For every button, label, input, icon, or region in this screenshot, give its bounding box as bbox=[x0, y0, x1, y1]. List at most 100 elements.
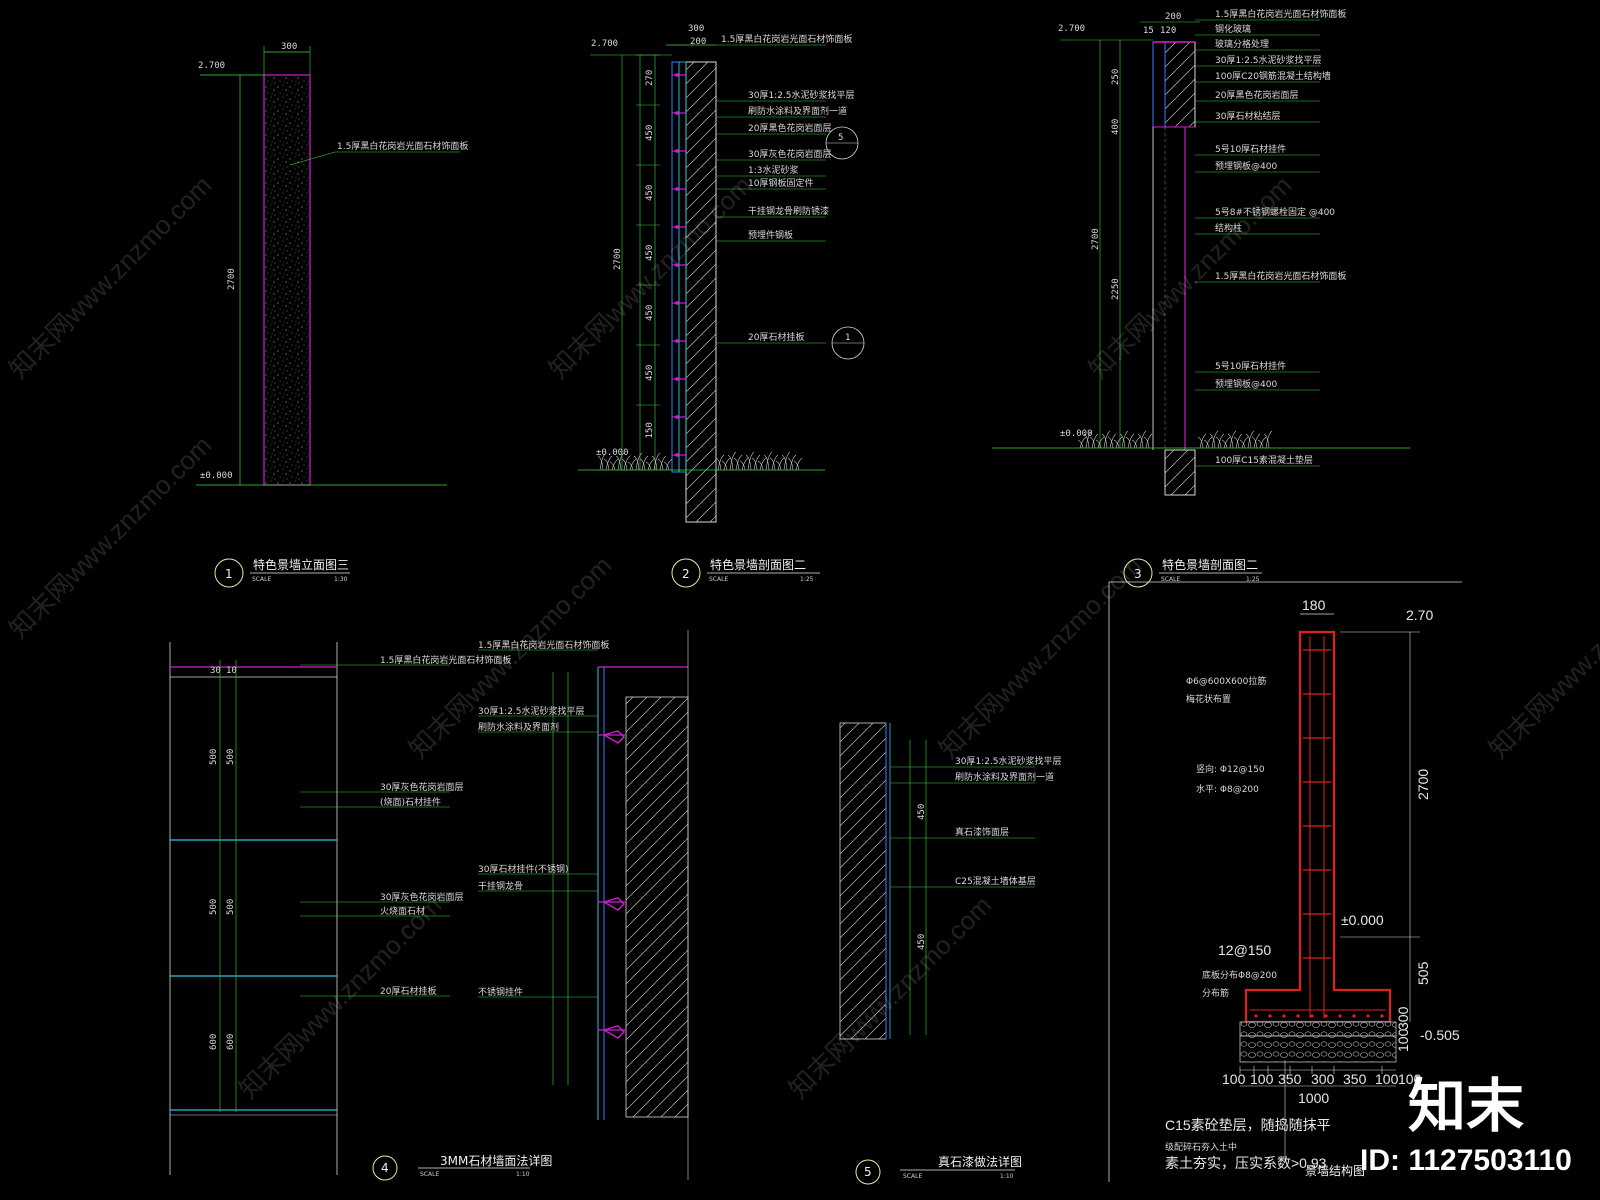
d3-dim-2: 15 bbox=[1143, 26, 1154, 36]
d6-height: 2700 bbox=[1415, 769, 1431, 800]
d6-rebar-ties bbox=[1250, 636, 1386, 1018]
d2-total-dim: 2700 bbox=[613, 248, 623, 270]
d4-concrete bbox=[625, 696, 689, 1118]
d4-anchors bbox=[598, 730, 626, 1039]
d5-note-2: 真石漆饰面层 bbox=[955, 826, 1009, 838]
d4-right-note-2: 刷防水涂料及界面剂 bbox=[478, 721, 559, 733]
d6-frame bbox=[1108, 581, 1462, 1182]
d3-note-2: 玻璃分格处理 bbox=[1215, 38, 1269, 50]
d5-note-1: 刷防水涂料及界面剂一道 bbox=[955, 771, 1054, 783]
d6-note-1: 级配碎石夯入土中 bbox=[1165, 1141, 1237, 1153]
drawing-3-title: 特色景墙剖面图二 bbox=[1162, 557, 1258, 572]
drawing-5-scale-label: SCALE bbox=[903, 1173, 922, 1180]
d4-inner-4: 600 bbox=[226, 1034, 236, 1050]
d6-base-dim-2: 350 bbox=[1278, 1071, 1302, 1087]
d4-left-note-1: 30厚灰色花岗岩面层 bbox=[380, 781, 463, 793]
stone-panel bbox=[263, 74, 311, 486]
d1-height-dim: 2700 bbox=[227, 268, 237, 290]
d6-base-dim-1: 100 bbox=[1250, 1071, 1274, 1087]
d4-left-note-5: 20厚石材挂板 bbox=[380, 985, 436, 997]
d2-seg-1: 450 bbox=[645, 125, 655, 141]
d3-dim-1: 120 bbox=[1160, 26, 1176, 36]
d6-gravel bbox=[1239, 1035, 1397, 1063]
d3-grass bbox=[1077, 430, 1273, 449]
drawing-1-scale-value: 1:30 bbox=[334, 576, 348, 583]
d2-seg-2: 450 bbox=[645, 185, 655, 201]
drawing-3-number-circle bbox=[1123, 558, 1153, 588]
d5-note-3: C25混凝土墙体基层 bbox=[955, 875, 1036, 887]
drawing-3: 200 120 15 2.700 250 400 2700 2250 ±0.00… bbox=[992, 8, 1410, 588]
brand-logo: 知末 bbox=[1408, 1074, 1524, 1139]
d2-callout-2-text: 1 bbox=[845, 333, 850, 343]
drawing-1-number-circle bbox=[214, 558, 244, 588]
d4-left-note-2: (烧面)石材挂件 bbox=[380, 796, 441, 808]
d5-seg-1: 450 bbox=[917, 934, 927, 950]
watermark-text: 知末网www.znzmo.com bbox=[3, 170, 217, 384]
d6-base-dim-4: 350 bbox=[1343, 1071, 1367, 1087]
d4-left-notes: 1.5厚黑白花岗岩光面石材饰面板30厚灰色花岗岩面层(烧面)石材挂件30厚灰色花… bbox=[300, 654, 511, 997]
drawing-4-scale-value: 1:10 bbox=[516, 1171, 530, 1178]
d2-seg-5: 450 bbox=[645, 365, 655, 381]
drawing-5: 450 450 30厚1:2.5水泥砂浆找平层刷防水涂料及界面剂一道真石漆饰面层… bbox=[839, 722, 1062, 1185]
d2-ground-level: ±0.000 bbox=[596, 448, 629, 458]
d2-notes: 1.5厚黑白花岗岩光面石材饰面板30厚1:2.5水泥砂浆找平层刷防水涂料及界面剂… bbox=[716, 33, 855, 344]
d3-seg-3: 2250 bbox=[1111, 278, 1121, 300]
d2-note-3: 20厚黑色花岗岩面层 bbox=[748, 122, 831, 134]
drawing-6-title: 景墙结构图 bbox=[1305, 1163, 1365, 1178]
drawing-5-title: 真石漆做法详图 bbox=[938, 1154, 1022, 1169]
d4-inner-2: 500 bbox=[226, 749, 236, 765]
d1-width-dim: 300 bbox=[281, 42, 297, 52]
drawing-4-number-circle bbox=[372, 1155, 398, 1181]
d2-top-level: 2.700 bbox=[591, 39, 618, 49]
brand-id: ID: 1127503110 bbox=[1360, 1144, 1572, 1177]
d6-rebar-e: 底板分布Φ8@200 bbox=[1202, 969, 1277, 981]
drawing-2-scale-label: SCALE bbox=[709, 576, 728, 583]
d6-rebar-c: 水平: Φ8@200 bbox=[1196, 783, 1259, 795]
d2-note-9: 20厚石材挂板 bbox=[748, 331, 804, 343]
drawing-2-number-circle bbox=[671, 558, 701, 588]
d4-right-note-4: 干挂钢龙骨 bbox=[478, 880, 523, 892]
d3-dim-0: 200 bbox=[1165, 12, 1181, 22]
d3-note-11: 1.5厚黑白花岗岩光面石材饰面板 bbox=[1215, 270, 1346, 282]
d2-seg-0: 270 bbox=[645, 70, 655, 86]
drawing-4-title: 3MM石材墙面法详图 bbox=[440, 1153, 552, 1168]
watermark-text: 知末网www.znzmo.com bbox=[543, 170, 757, 384]
d3-note-9: 5号8#不锈钢螺栓固定 @400 bbox=[1215, 206, 1335, 218]
d2-note-2: 刷防水涂料及界面剂一道 bbox=[748, 105, 847, 117]
d2-callout-1-text: 5 bbox=[838, 133, 843, 143]
d4-seg-0: 500 bbox=[209, 749, 219, 765]
watermark-text: 知末网www.znzmo.com bbox=[933, 550, 1147, 764]
d6-base-dim-0: 100 bbox=[1222, 1071, 1246, 1087]
drawing-2-title: 特色景墙剖面图二 bbox=[710, 557, 806, 572]
d5-seg-0: 450 bbox=[917, 804, 927, 820]
d2-note-4: 30厚灰色花岗岩面层 bbox=[748, 148, 831, 160]
d2-anchors bbox=[672, 73, 686, 457]
drawing-5-scale-value: 1:10 bbox=[1000, 1173, 1014, 1180]
drawing-1-number: 1 bbox=[225, 567, 233, 581]
d4-right-note-0: 1.5厚黑白花岗岩光面石材饰面板 bbox=[478, 639, 609, 651]
d3-seg-2: 2700 bbox=[1091, 228, 1101, 250]
d2-dim-0: 300 bbox=[688, 24, 704, 34]
d3-cap bbox=[1164, 41, 1196, 128]
drawing-1: 300 2.700 2700 ±0.000 1.5厚黑白花岗岩光面石材饰面板 1… bbox=[196, 42, 468, 588]
d6-below-zero: 505 bbox=[1415, 961, 1431, 985]
watermark-text: 知末网www.znzmo.com bbox=[3, 430, 217, 644]
d6-rebar-f: 分布筋 bbox=[1202, 987, 1229, 999]
drawing-1-scale-label: SCALE bbox=[252, 576, 271, 583]
d6-rebar-a2: 梅花状布置 bbox=[1186, 693, 1231, 705]
d6-base-total: 1000 bbox=[1298, 1090, 1329, 1106]
watermark-text: 知末网www.znzmo.com bbox=[233, 890, 447, 1104]
d1-bottom-level: ±0.000 bbox=[200, 471, 233, 481]
d2-seg-4: 450 bbox=[645, 305, 655, 321]
d3-note-1: 钢化玻璃 bbox=[1215, 23, 1251, 35]
d6-base-dim-5: 100 bbox=[1375, 1071, 1399, 1087]
d4-seg-2: 600 bbox=[209, 1034, 219, 1050]
d2-note-6: 10厚钢板固定件 bbox=[748, 177, 813, 189]
drawing-1-title: 特色景墙立面图三 bbox=[253, 557, 349, 572]
drawing-4-scale-label: SCALE bbox=[420, 1171, 439, 1178]
drawing-3-scale-label: SCALE bbox=[1161, 576, 1180, 583]
d5-wall bbox=[839, 722, 887, 1040]
